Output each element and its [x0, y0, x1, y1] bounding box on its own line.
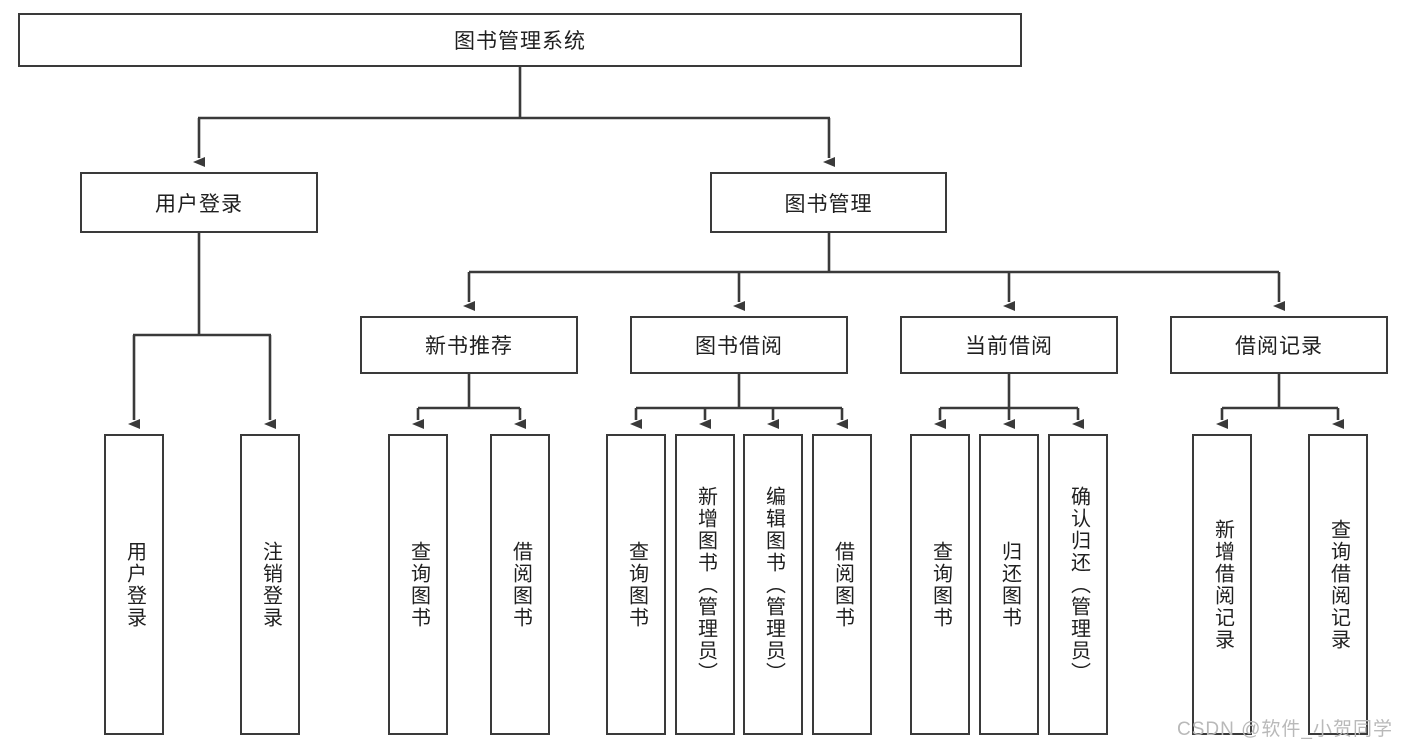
csdn-watermark: CSDN @软件_小贺同学	[1177, 719, 1393, 740]
node-label: 图书借阅	[695, 335, 783, 358]
leaf-borrow-book-bb[interactable]: 借阅图书	[812, 434, 872, 735]
node-label: 查询借阅记录	[1327, 518, 1350, 651]
node-book-management[interactable]: 图书管理	[710, 172, 947, 233]
leaf-edit-book-admin[interactable]: 编辑图书（管理员）	[743, 434, 803, 735]
leaf-logout[interactable]: 注销登录	[240, 434, 300, 735]
node-label: 借阅记录	[1235, 335, 1323, 358]
leaf-query-book-bb[interactable]: 查询图书	[606, 434, 666, 735]
leaf-query-book-cb[interactable]: 查询图书	[910, 434, 970, 735]
node-label: 新增借阅记录	[1211, 518, 1234, 651]
node-label: 借阅图书	[509, 540, 532, 629]
node-book-borrow[interactable]: 图书借阅	[630, 316, 848, 374]
node-label: 确认归还（管理员）	[1067, 485, 1090, 684]
node-label: 编辑图书（管理员）	[762, 485, 785, 684]
node-root-system[interactable]: 图书管理系统	[18, 13, 1022, 67]
node-label: 借阅图书	[831, 540, 854, 629]
leaf-add-borrow-record[interactable]: 新增借阅记录	[1192, 434, 1252, 735]
node-label: 查询图书	[929, 540, 952, 629]
node-label: 用户登录	[155, 192, 243, 216]
node-label: 图书管理	[784, 192, 873, 216]
leaf-user-login[interactable]: 用户登录	[104, 434, 164, 735]
leaf-query-borrow-record[interactable]: 查询借阅记录	[1308, 434, 1368, 735]
leaf-query-book-nb[interactable]: 查询图书	[388, 434, 448, 735]
leaf-add-book-admin[interactable]: 新增图书（管理员）	[675, 434, 735, 735]
node-label: 当前借阅	[965, 335, 1053, 358]
node-current-borrow[interactable]: 当前借阅	[900, 316, 1118, 374]
node-label: 新增图书（管理员）	[694, 485, 717, 684]
leaf-confirm-return-admin[interactable]: 确认归还（管理员）	[1048, 434, 1108, 735]
node-label: 新书推荐	[425, 335, 513, 358]
node-label: 归还图书	[998, 540, 1021, 629]
node-user-login[interactable]: 用户登录	[80, 172, 318, 233]
node-new-book-recommend[interactable]: 新书推荐	[360, 316, 578, 374]
node-label: 用户登录	[123, 540, 146, 629]
node-label: 查询图书	[407, 540, 430, 629]
node-label: 图书管理系统	[454, 30, 586, 53]
leaf-return-book[interactable]: 归还图书	[979, 434, 1039, 735]
node-borrow-record[interactable]: 借阅记录	[1170, 316, 1388, 374]
node-label: 注销登录	[259, 540, 282, 629]
node-label: 查询图书	[625, 540, 648, 629]
leaf-borrow-book-nb[interactable]: 借阅图书	[490, 434, 550, 735]
